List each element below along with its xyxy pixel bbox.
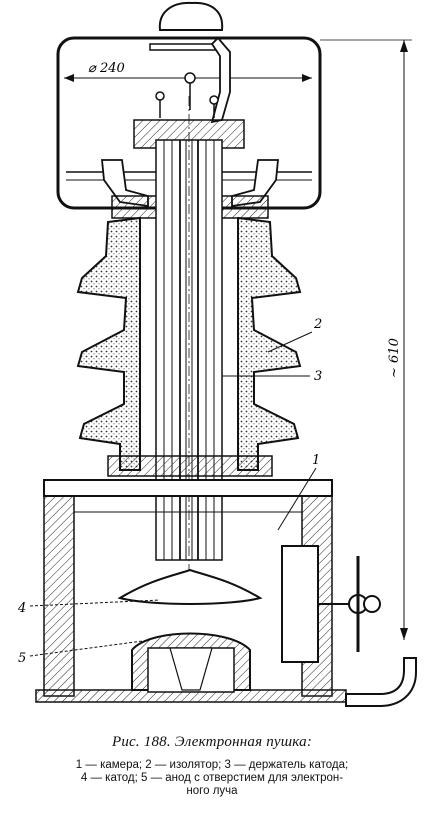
cathode-cone [117,568,263,605]
callout-4: 4 [17,599,161,616]
insulator-left [76,216,141,471]
top-handle [149,43,223,51]
side-window [281,545,319,663]
adjust-knobs [155,72,219,118]
top-cap [158,1,224,31]
outlet-pipe [345,657,417,707]
callout-5: 5 [18,639,151,666]
valve-handwheel [318,556,381,652]
height-dimension: ~ 610 [320,39,412,640]
svg-text:1: 1 [312,453,320,468]
callout-1: 1 [277,453,320,531]
height-label: ~ 610 [387,338,402,378]
legend-line-3: ного луча [186,785,238,797]
insulator-right [237,216,302,471]
legend-line-2: 4 — катод; 5 — анод с отверстием для эле… [80,772,344,784]
callout-3: 3 [222,369,322,384]
diameter-label: ⌀ 240 [88,61,125,76]
lower-flange [107,455,273,477]
svg-text:3: 3 [314,369,322,384]
svg-text:5: 5 [18,651,26,666]
svg-text:2: 2 [313,317,322,332]
callout-2: 2 [267,317,322,353]
svg-text:4: 4 [17,601,26,616]
electron-gun-drawing: ⌀ 240 [17,1,417,707]
caption-title: Рис. 188. Электронная пушка: [111,734,313,750]
figure-caption: Рис. 188. Электронная пушка: 1 — камера;… [0,734,424,798]
legend-line-1: 1 — камера; 2 — изолятор; 3 — держатель … [75,759,349,771]
